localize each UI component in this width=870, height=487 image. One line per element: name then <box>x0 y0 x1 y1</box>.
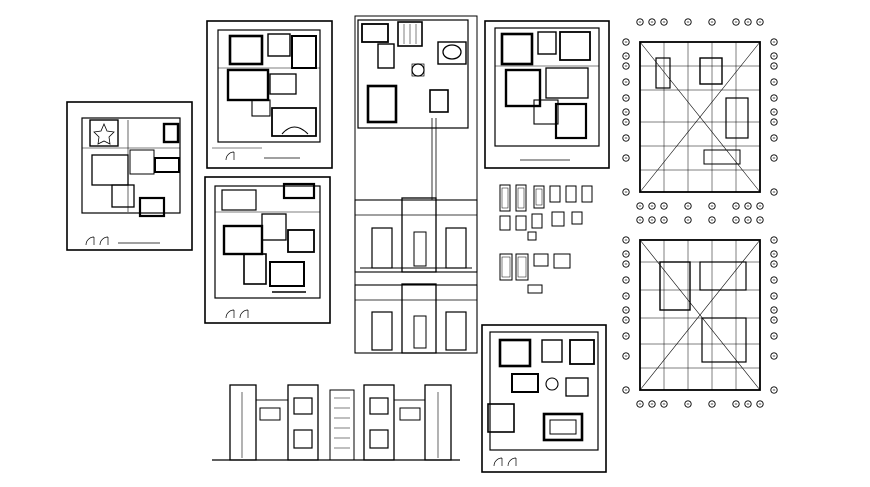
grid-bubble-top <box>744 216 752 224</box>
grid-bubble-right <box>770 134 778 142</box>
grid-bubble-top <box>744 18 752 26</box>
floor-plan-e <box>484 20 610 169</box>
grid-bubble-bottom <box>636 400 644 408</box>
grid-bubble-left <box>622 134 630 142</box>
grid-bubble-top <box>756 18 764 26</box>
floor-plan-a <box>66 101 193 251</box>
floor-plan-b <box>206 20 333 169</box>
grid-bubble-left <box>622 108 630 116</box>
column-grid-plan-upper <box>639 41 761 193</box>
column-grid-plan-lower <box>639 239 761 391</box>
grid-bubble-bottom <box>660 202 668 210</box>
elevation-upper <box>354 197 478 273</box>
grid-bubble-bottom <box>660 400 668 408</box>
grid-bubble-bottom <box>648 400 656 408</box>
grid-bubble-right <box>770 306 778 314</box>
door-window-details <box>499 184 593 294</box>
grid-bubble-top <box>660 18 668 26</box>
elevation-lower <box>354 283 478 354</box>
grid-bubble-left <box>622 352 630 360</box>
grid-bubble-bottom <box>732 202 740 210</box>
grid-bubble-left <box>622 276 630 284</box>
grid-bubble-right <box>770 260 778 268</box>
grid-bubble-left <box>622 250 630 258</box>
floor-plan-c <box>204 176 331 324</box>
grid-bubble-right <box>770 352 778 360</box>
grid-bubble-right <box>770 250 778 258</box>
grid-bubble-bottom <box>636 202 644 210</box>
grid-bubble-top <box>636 18 644 26</box>
grid-bubble-left <box>622 292 630 300</box>
grid-bubble-top <box>708 18 716 26</box>
grid-bubble-right <box>770 316 778 324</box>
grid-bubble-bottom <box>708 400 716 408</box>
grid-bubble-right <box>770 276 778 284</box>
grid-bubble-top <box>660 216 668 224</box>
grid-bubble-right <box>770 108 778 116</box>
grid-bubble-top <box>684 216 692 224</box>
grid-bubble-bottom <box>732 400 740 408</box>
grid-bubble-left <box>622 386 630 394</box>
grid-bubble-bottom <box>708 202 716 210</box>
grid-bubble-right <box>770 332 778 340</box>
grid-bubble-top <box>708 216 716 224</box>
grid-bubble-right <box>770 188 778 196</box>
grid-bubble-right <box>770 94 778 102</box>
grid-bubble-left <box>622 236 630 244</box>
grid-bubble-top <box>648 18 656 26</box>
grid-bubble-left <box>622 78 630 86</box>
grid-bubble-left <box>622 316 630 324</box>
grid-bubble-left <box>622 188 630 196</box>
grid-bubble-top <box>756 216 764 224</box>
grid-bubble-right <box>770 52 778 60</box>
grid-bubble-left <box>622 38 630 46</box>
grid-bubble-left <box>622 154 630 162</box>
grid-bubble-bottom <box>684 400 692 408</box>
grid-bubble-top <box>732 216 740 224</box>
grid-bubble-top <box>684 18 692 26</box>
grid-bubble-bottom <box>744 400 752 408</box>
grid-bubble-right <box>770 386 778 394</box>
grid-bubble-bottom <box>756 202 764 210</box>
grid-bubbles-upper <box>622 18 778 210</box>
grid-bubble-left <box>622 118 630 126</box>
grid-bubbles-lower <box>622 216 778 408</box>
grid-bubble-top <box>732 18 740 26</box>
grid-bubble-top <box>648 216 656 224</box>
grid-bubble-right <box>770 292 778 300</box>
grid-bubble-left <box>622 52 630 60</box>
grid-bubble-bottom <box>744 202 752 210</box>
grid-bubble-left <box>622 62 630 70</box>
grid-bubble-left <box>622 94 630 102</box>
grid-bubble-right <box>770 62 778 70</box>
grid-bubble-right <box>770 154 778 162</box>
grid-bubble-top <box>636 216 644 224</box>
floor-plan-f <box>481 324 607 473</box>
grid-bubble-left <box>622 306 630 314</box>
grid-bubble-right <box>770 38 778 46</box>
grid-bubble-bottom <box>756 400 764 408</box>
grid-bubble-right <box>770 78 778 86</box>
grid-bubble-bottom <box>684 202 692 210</box>
floor-plan-d <box>354 15 478 354</box>
grid-bubble-right <box>770 118 778 126</box>
front-elevation <box>212 384 460 461</box>
grid-bubble-right <box>770 236 778 244</box>
grid-bubble-left <box>622 260 630 268</box>
grid-bubble-bottom <box>648 202 656 210</box>
grid-bubble-left <box>622 332 630 340</box>
